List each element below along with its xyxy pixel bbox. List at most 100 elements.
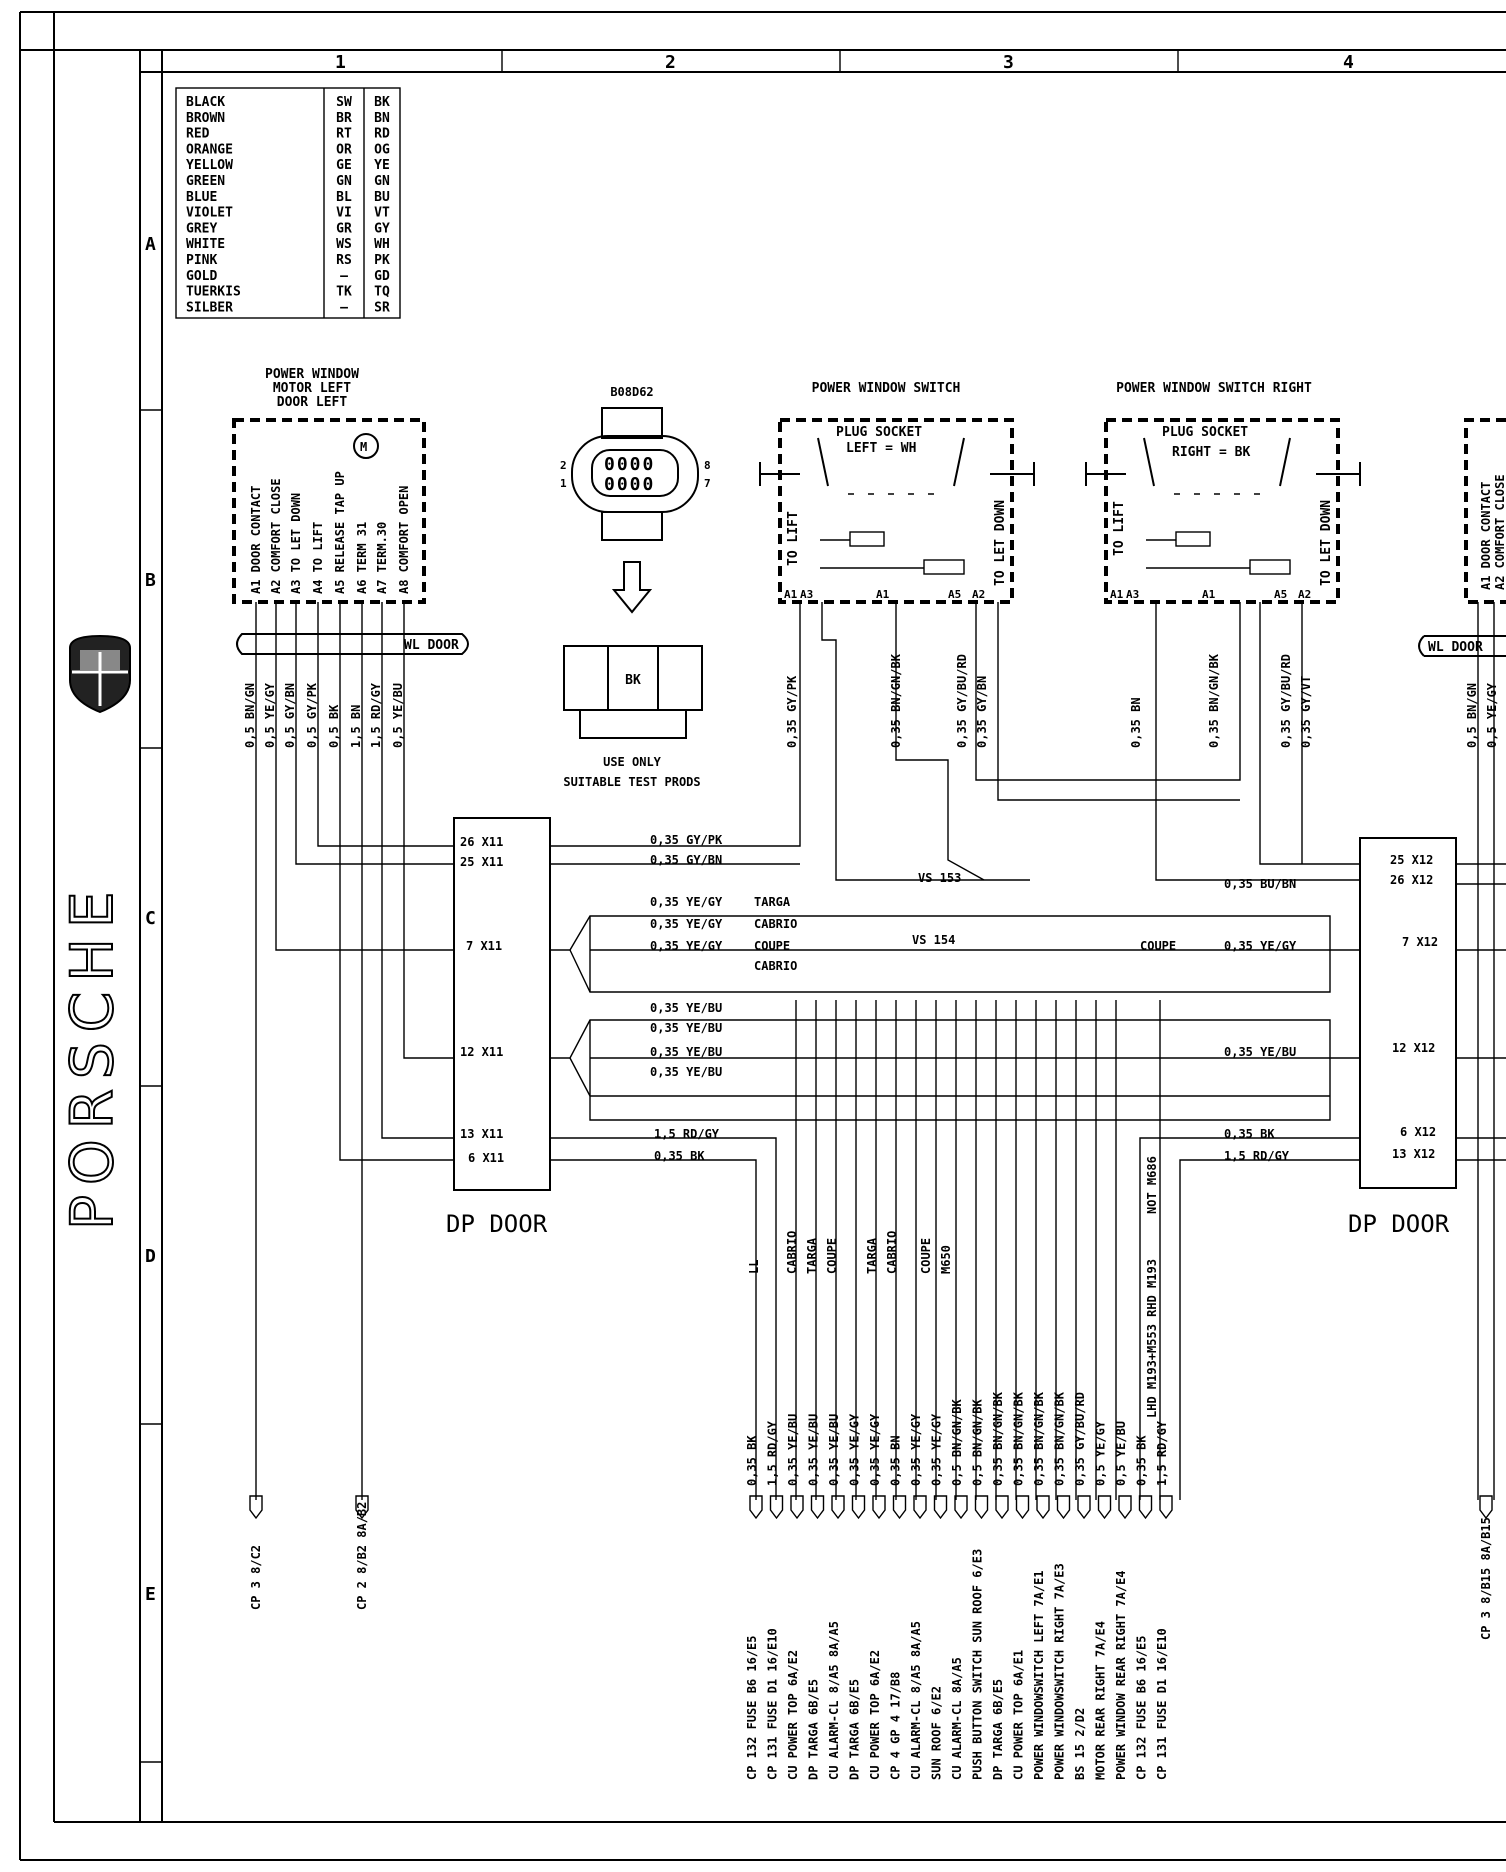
connector-arrow-icon bbox=[954, 1495, 968, 1520]
wire bbox=[295, 760, 454, 865]
variant-tag: COUPE bbox=[1140, 939, 1176, 953]
brand-name: PORSCHE bbox=[58, 881, 126, 1230]
wire-label: 0,35 YE/BU bbox=[650, 1021, 722, 1035]
connector-arrow-icon bbox=[355, 1495, 369, 1520]
switch-right-socket: RIGHT = BK bbox=[1172, 445, 1250, 460]
splice-label: VS 154 bbox=[912, 933, 955, 947]
bottom-destination: PUSH BUTTON SWITCH SUN ROOF 6/E3 bbox=[971, 1549, 985, 1780]
color-name: SILBER bbox=[186, 300, 233, 315]
wire-label: 0,35 YE/BU bbox=[650, 1045, 722, 1059]
bottom-wire-label: 0,5 YE/GY bbox=[1094, 1420, 1108, 1486]
wire-label: 0,35 YE/GY bbox=[650, 917, 723, 931]
switch-left-socket: PLUG SOCKET bbox=[836, 425, 922, 440]
bottom-destination: CP 131 FUSE D1 16/E10 bbox=[1155, 1628, 1169, 1780]
dp-pin: 7 X11 bbox=[466, 939, 502, 953]
motor-pin-label: A6 TERM 31 bbox=[355, 522, 369, 594]
bottom-wire-label: 0,35 BK bbox=[745, 1435, 759, 1486]
bottom-destination: CU POWER TOP 6A/E1 bbox=[1012, 1650, 1026, 1780]
wire-label: 0,35 GY/BU/RD bbox=[955, 654, 969, 748]
color-code-de: SW bbox=[336, 95, 352, 110]
bottom-destination: SUN ROOF 6/E2 bbox=[930, 1686, 944, 1780]
connector-arrow-icon bbox=[913, 1495, 927, 1520]
bottom-wire-label: 0,35 BN bbox=[889, 1435, 903, 1486]
bottom-wire-label: 0,35 YE/GY bbox=[909, 1413, 923, 1486]
bottom-destination: CU POWER TOP 6A/E1 bbox=[1012, 1650, 1026, 1780]
wire-label: 0,35 GY/PK bbox=[785, 675, 799, 748]
wire bbox=[821, 602, 984, 881]
pin-label: A2 bbox=[972, 588, 985, 601]
bottom-destination: POWER WINDOW REAR RIGHT 7A/E4 bbox=[1114, 1570, 1128, 1780]
bottom-wire-label: 0,35 YE/GY bbox=[848, 1413, 862, 1486]
bottom-destination: CP 4 GP 4 17/B8 bbox=[889, 1672, 903, 1780]
bottom-destination: CU ALARM-CL 8A/A5 bbox=[950, 1657, 964, 1780]
bottom-wire-label: 0,35 YE/BU bbox=[807, 1414, 821, 1486]
wire bbox=[550, 915, 1360, 951]
wire bbox=[589, 1020, 1331, 1121]
switch-right-lift: TO LIFT bbox=[1112, 501, 1127, 556]
dp-pin: 13 X12 bbox=[1392, 1147, 1435, 1161]
bottom-wire-label: 0,35 BK bbox=[745, 1435, 759, 1486]
motor-pin-label: A4 TO LIFT bbox=[311, 522, 325, 594]
wire-label: 0,35 BN bbox=[1129, 697, 1143, 748]
bottom-destination: DP TARGA 6B/E5 bbox=[807, 1679, 821, 1780]
color-code-de: BL bbox=[336, 190, 352, 205]
switch-right-component: POWER WINDOW SWITCH RIGHT PLUG SOCKET RI… bbox=[1085, 381, 1361, 604]
wire-label: 0,35 GY/BN bbox=[650, 853, 722, 867]
wire bbox=[550, 1159, 757, 1500]
connector-arrow-icon bbox=[749, 1495, 763, 1520]
connector-arrow-icon bbox=[769, 1495, 784, 1520]
wire bbox=[550, 1019, 1360, 1059]
wire-label: 1,5 BN bbox=[349, 705, 363, 748]
dp-pin: 12 X12 bbox=[1392, 1041, 1435, 1055]
motor-pin-label: A3 TO LET DOWN bbox=[289, 493, 303, 594]
motor-pin-label: A7 TERM.30 bbox=[375, 522, 389, 594]
motor-left-title: MOTOR LEFT bbox=[273, 381, 351, 396]
wire-label: 0,35 BN/GN/BK bbox=[889, 653, 903, 748]
bottom-destination: CU ALARM-CL 8A/A5 bbox=[950, 1657, 964, 1780]
cross-reference: CP 3 8/B15 8A/B15 bbox=[1479, 1517, 1493, 1640]
wire-label: 1,5 RD/GY bbox=[369, 682, 383, 748]
variant-tag: COUPE bbox=[825, 1238, 839, 1274]
connector-arrow-icon bbox=[831, 1495, 845, 1520]
column-label: 4 bbox=[1343, 52, 1354, 73]
bottom-wire-label: 0,5 BN/GN/BK bbox=[971, 1399, 985, 1486]
variant-tag: COUPE bbox=[754, 939, 790, 953]
motor-pin-label: A8 COMFORT OPEN bbox=[397, 486, 411, 594]
wire-label: 0,35 BK bbox=[654, 1149, 705, 1163]
bottom-destination: CP 131 FUSE D1 16/E10 bbox=[766, 1628, 780, 1780]
bottom-destination: BS 15 2/D2 bbox=[1073, 1708, 1087, 1780]
splice-label: VS 153 bbox=[918, 871, 961, 885]
color-name: VIOLET bbox=[186, 206, 233, 221]
variant-tag: M650 bbox=[939, 1245, 953, 1274]
variant-tag: TARGA bbox=[754, 895, 791, 909]
switch-left-lift: TO LIFT bbox=[786, 511, 801, 566]
wire-label: 0,5 GY/PK bbox=[305, 682, 319, 748]
wire-label: 0,5 BN/GN bbox=[243, 683, 257, 748]
wire bbox=[895, 602, 985, 881]
dp-pin: 25 X12 bbox=[1390, 853, 1433, 867]
bottom-wire-label: 0,35 YE/BU bbox=[786, 1414, 800, 1486]
wire-label: 0,5 GY/BN bbox=[283, 683, 297, 748]
bottom-wire-label: 0,35 BK bbox=[1135, 1435, 1149, 1486]
pin-label: A5 bbox=[948, 588, 961, 601]
dp-pin: 26 X11 bbox=[460, 835, 503, 849]
bottom-wire-label: 0,5 BN/GN/BK bbox=[950, 1399, 964, 1486]
motor-right-component: A1 DOOR CONTACT A2 COMFORT CLOSE bbox=[1464, 418, 1506, 604]
switch-left-title: POWER WINDOW SWITCH bbox=[812, 381, 961, 396]
pin-label: A1 bbox=[1202, 588, 1216, 601]
wire-label: 0,35 GY/BN bbox=[975, 676, 989, 748]
color-code-de: OR bbox=[336, 142, 352, 157]
variant-tag: CABRIO bbox=[754, 917, 797, 931]
bottom-wire-label: 0,35 BN/GN/BK bbox=[1012, 1391, 1026, 1486]
color-code-en: PK bbox=[374, 253, 390, 268]
motor-pin-label: A6 TERM 31 bbox=[355, 522, 369, 594]
connector-arrow-icon bbox=[810, 1495, 825, 1520]
wire bbox=[339, 760, 454, 1161]
motor-pin-label: A2 COMFORT CLOSE bbox=[269, 478, 283, 594]
dp-door-label: DP DOOR bbox=[1348, 1210, 1450, 1238]
motor-pin-label: A3 TO LET DOWN bbox=[289, 493, 303, 594]
variant-tag: COUPE bbox=[919, 1238, 933, 1274]
svg-text:M: M bbox=[360, 440, 367, 454]
bottom-wire-label: 0,35 BN/GN/BK bbox=[1032, 1391, 1046, 1486]
